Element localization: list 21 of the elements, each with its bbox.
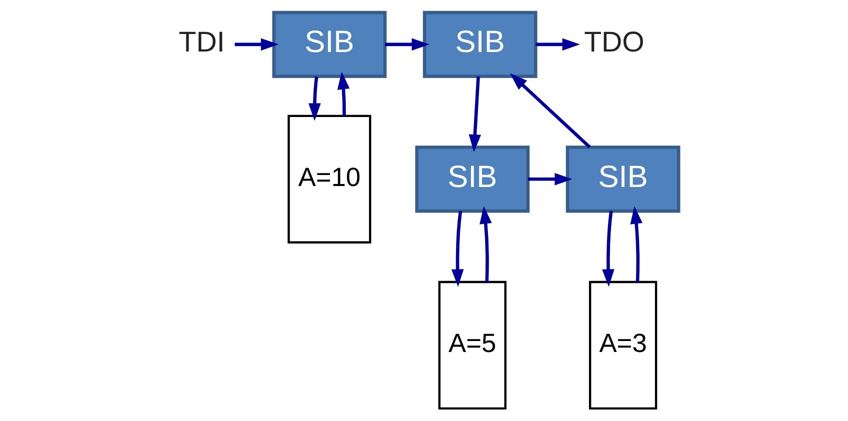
arrow: [468, 76, 482, 152]
arrow: [451, 210, 464, 287]
arrow: [234, 38, 279, 51]
arrow: [536, 38, 580, 51]
node-box: A=5: [438, 280, 506, 410]
arrow: [602, 210, 614, 287]
arrow: [337, 72, 350, 116]
arrow: [528, 172, 572, 186]
node-box: A=3: [588, 280, 658, 410]
arrow: [510, 73, 591, 148]
node-box: SIB: [415, 146, 530, 213]
arrow: [630, 206, 642, 282]
arrow: [480, 206, 492, 282]
arrow: [385, 38, 430, 51]
node-box: SIB: [272, 10, 387, 78]
node-text: TDI: [178, 26, 225, 58]
node-box: SIB: [566, 146, 680, 213]
node-box: A=10: [288, 114, 372, 244]
node-box: SIB: [422, 10, 538, 78]
arrow: [308, 76, 321, 121]
node-text: TDO: [584, 26, 644, 58]
